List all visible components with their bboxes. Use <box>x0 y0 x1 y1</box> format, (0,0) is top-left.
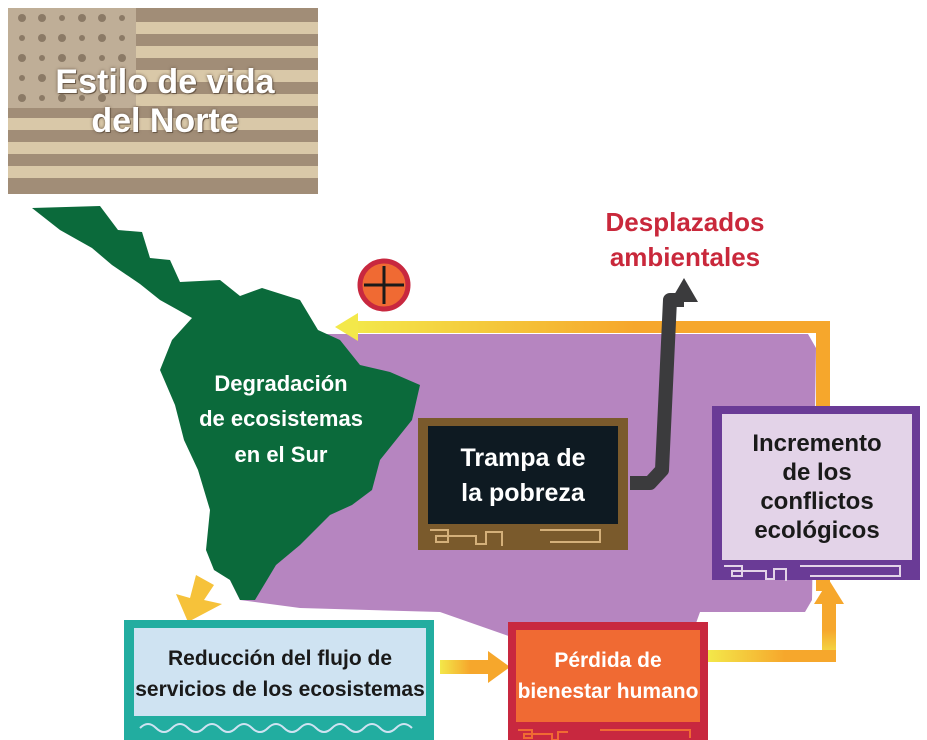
wellbeing-line2: bienestar humano <box>517 680 699 703</box>
south-label: Degradación de ecosistemas en el Sur <box>186 358 376 480</box>
conflicts-line2: de los <box>782 459 852 487</box>
poverty-trap-box <box>418 418 628 550</box>
displaced-line2: ambientales <box>609 242 761 272</box>
wellbeing-box <box>508 622 708 740</box>
conflicts-box <box>712 406 920 581</box>
displaced-line1: Desplazados <box>605 206 765 237</box>
poverty-trap-line1: Trampa de <box>460 444 586 472</box>
conflicts-label: Incremento de los conflictos ecológicos <box>722 418 912 558</box>
south-label-line3: en el Sur <box>234 441 328 467</box>
increase-badge-icon <box>357 258 411 312</box>
poverty-trap-label: Trampa de la pobreza <box>428 432 618 520</box>
north-flag-label: Estilo de vida del Norte <box>20 58 310 146</box>
conflicts-line4: ecológicos <box>754 516 880 544</box>
south-america-shape <box>32 206 420 600</box>
south-label-line1: Degradación <box>214 371 348 397</box>
displaced-arrow <box>630 278 698 490</box>
ecosystem-services-box <box>124 620 434 740</box>
poverty-trap-line2: la pobreza <box>461 479 585 507</box>
ecosystem-services-label: Reducción del flujo de servicios de los … <box>134 634 426 714</box>
north-flag <box>8 8 318 194</box>
ecosystem-services-line2: servicios de los ecosistemas <box>135 678 425 701</box>
north-flag-label-line2: del Norte <box>91 102 239 140</box>
ecosystem-services-line1: Reducción del flujo de <box>167 646 393 670</box>
wellbeing-line1: Pérdida de <box>554 648 662 672</box>
south-label-line2: de ecosistemas <box>199 406 363 432</box>
wellbeing-label: Pérdida de bienestar humano <box>516 634 700 718</box>
displaced-label: Desplazados ambientales <box>580 202 790 278</box>
conflicts-line1: Incremento <box>752 430 882 458</box>
north-flag-label-line1: Estilo de vida <box>55 63 275 101</box>
conflicts-line3: conflictos <box>760 488 874 515</box>
